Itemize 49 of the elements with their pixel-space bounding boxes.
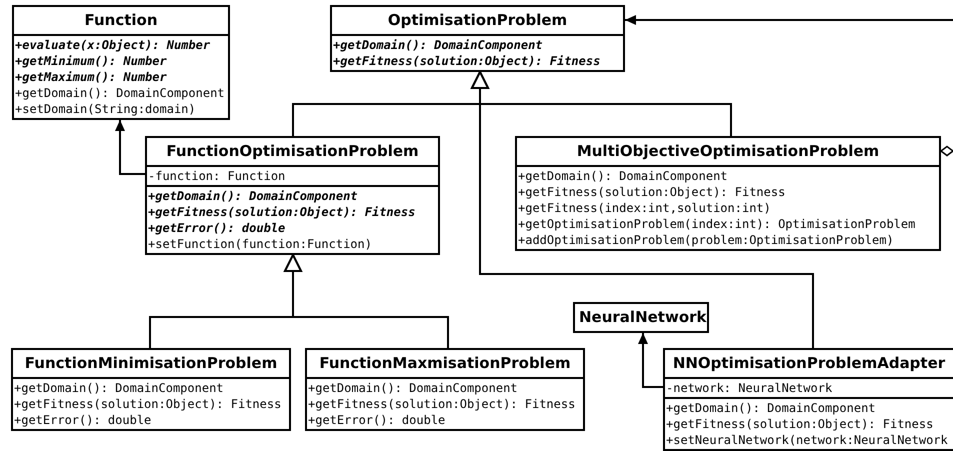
class-member: +getError(): double: [148, 220, 286, 236]
class-member: +getFitness(solution:Object): Fitness: [333, 53, 602, 69]
class-member: +getFitness(index:int,solution:int): [518, 200, 772, 216]
class-member: +getDomain(): DomainComponent: [308, 380, 519, 396]
class-name: NNOptimisationProblemAdapter: [672, 353, 946, 374]
class-member: +getError(): double: [308, 412, 446, 428]
aggregation-line: [940, 146, 953, 156]
class-name: Function: [83, 10, 159, 31]
class-name: FunctionOptimisationProblem: [165, 141, 420, 162]
class-box: [330, 5, 625, 72]
generalization-arrow: [471, 71, 814, 348]
association-arrow: [115, 120, 145, 175]
class-member: +getFitness(solution:Object): Fitness: [666, 416, 934, 432]
class-member: +getDomain(): DomainComponent: [14, 380, 225, 396]
class-member: +getFitness(solution:Object): Fitness: [308, 396, 576, 412]
class-member: +evaluate(x:Object): Number: [15, 37, 212, 53]
association-arrow: [638, 333, 663, 388]
class-member: +getMaximum(): Number: [15, 69, 168, 85]
class-box: [12, 5, 230, 120]
class-member: -function: Function: [148, 168, 286, 184]
association-arrow: [625, 15, 953, 25]
class-member: +setNeuralNetwork(network:NeuralNetwork: [666, 432, 949, 448]
class-box: [145, 136, 440, 255]
class-name: NeuralNetwork: [578, 307, 707, 328]
class-name: FunctionMinimisationProblem: [24, 353, 278, 374]
class-member: +setFunction(function:Function): [148, 236, 373, 252]
class-member: +getDomain(): DomainComponent: [666, 400, 877, 416]
class-member: +getMinimum(): Number: [15, 53, 168, 69]
class-box: [573, 302, 709, 333]
class-name: OptimisationProblem: [386, 10, 568, 31]
class-name: FunctionMaxmisationProblem: [318, 353, 572, 374]
class-member: +getDomain(): DomainComponent: [518, 168, 729, 184]
class-box: [11, 348, 291, 431]
generalization-arrow: [284, 254, 449, 348]
class-member: +addOptimisationProblem(problem:OptimisationProblem): [518, 232, 895, 248]
class-member: +getError(): double: [14, 412, 152, 428]
class-box: [515, 136, 941, 251]
class-box: [305, 348, 585, 431]
class-member: +getFitness(solution:Object): Fitness: [148, 204, 416, 220]
class-member: +getFitness(solution:Object): Fitness: [518, 184, 786, 200]
class-member: +setDomain(String:domain): [15, 101, 197, 117]
class-member: +getDomain(): DomainComponent: [148, 188, 359, 204]
class-member: +getFitness(solution:Object): Fitness: [14, 396, 282, 412]
class-member: +getOptimisationProblem(index:int): OptimisationProblem: [518, 216, 916, 232]
class-member: +getDomain(): DomainComponent: [333, 37, 544, 53]
class-member: +getDomain(): DomainComponent: [15, 85, 226, 101]
class-box: [663, 348, 953, 451]
class-name: MultiObjectiveOptimisationProblem: [576, 141, 880, 162]
class-member: -network: NeuralNetwork: [666, 380, 834, 396]
